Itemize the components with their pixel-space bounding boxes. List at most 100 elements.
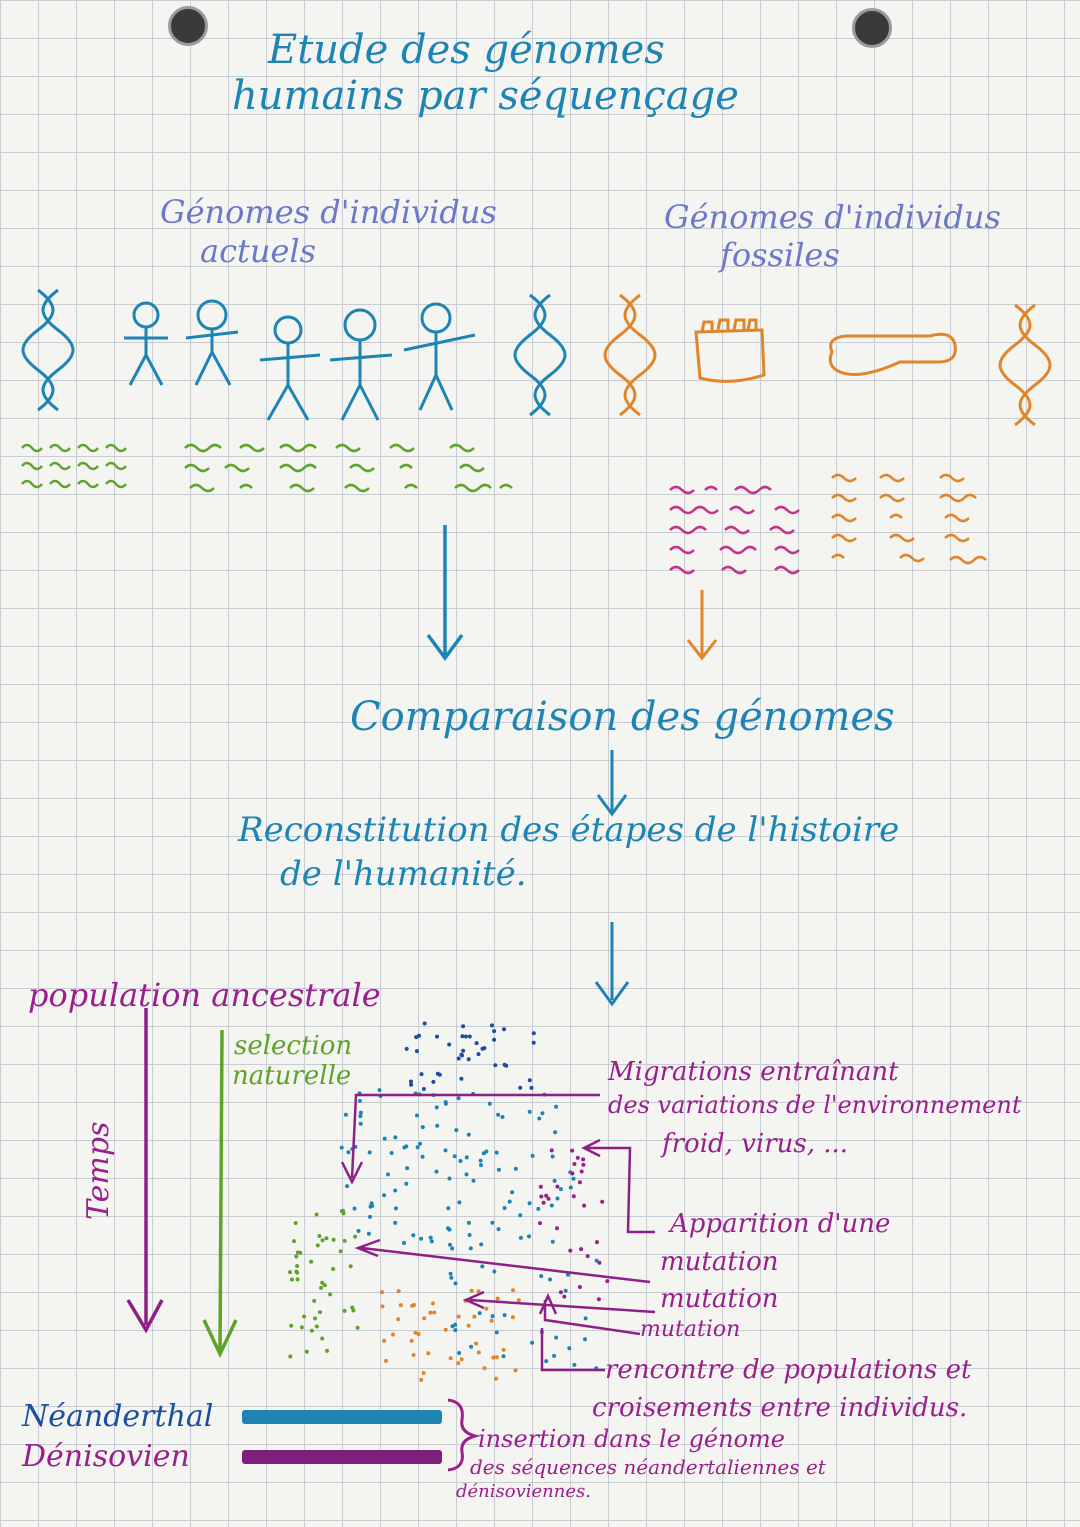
population-dot [449,1275,454,1280]
population-dot [384,1358,388,1363]
population-dot [469,1344,474,1349]
population-dot [466,1132,471,1137]
population-dot [352,1206,357,1211]
meeting-label-2: croisements entre individus. [592,1393,968,1423]
mutation-label-1: Apparition d'une [670,1209,891,1239]
population-dot [318,1310,322,1315]
ancestral-population-label: population ancestrale [28,976,381,1014]
population-dot [409,1082,414,1087]
population-dot [597,1260,602,1265]
population-dot [513,1368,518,1373]
population-dot [295,1277,300,1282]
population-dot [605,1279,610,1284]
denisovan-bar [242,1450,442,1464]
population-dot [348,1264,353,1269]
population-dot [398,1303,403,1308]
population-dot [288,1270,292,1275]
dna-helix-icon [513,293,567,417]
reconstitution-label-2: de l'humanité. [280,854,527,894]
population-dot [484,1149,489,1154]
population-dot [539,1274,544,1279]
population-dot [456,1056,461,1061]
neanderthal-bar [242,1410,442,1424]
reconstitution-label: Reconstitution des étapes de l'histoire [238,810,900,850]
population-dot [549,1203,554,1208]
population-dot [447,1042,452,1047]
mutation-label-3: mutation [640,1317,741,1342]
population-dot [596,1297,601,1302]
population-dot [416,1332,421,1336]
population-dot [467,1233,472,1237]
population-dot [414,1049,419,1054]
neanderthal-label: Néanderthal [22,1399,214,1434]
current-genomes-label-2: actuels [200,232,317,270]
population-dot [453,1281,458,1286]
population-dot [554,1335,559,1340]
population-dot [411,1233,416,1238]
population-dot [466,1057,471,1062]
annotation-pointers [340,1093,656,1372]
population-dot [419,1377,424,1382]
green-sequence-icon [21,443,513,493]
population-dot [572,1162,577,1166]
population-dot [366,1231,371,1236]
population-dot [554,1104,559,1109]
arrow-down-icon [426,525,464,661]
population-dot [346,1150,351,1155]
population-dot [382,1193,387,1198]
population-dot [540,1111,545,1116]
population-dot [461,1048,466,1053]
population-dot [448,1271,453,1276]
population-dot [428,1310,433,1315]
population-dot [380,1290,384,1295]
stick-figures-icon [124,299,476,421]
population-dot [419,1236,424,1241]
population-dot [538,1221,542,1226]
population-dot [471,1178,476,1183]
population-dot [432,1310,437,1315]
population-dot [501,1347,506,1352]
population-dot [457,1200,462,1205]
population-dot [339,1145,344,1150]
population-dot [577,1285,582,1289]
population-dot [314,1324,319,1329]
population-dot [568,1248,573,1253]
migration-label: Migrations entraînant [608,1057,899,1087]
population-dot [429,1239,434,1244]
population-dot [343,1112,348,1117]
population-dot [570,1148,575,1153]
population-dot [489,1318,494,1323]
population-dot [421,1087,426,1091]
population-dot [454,1128,459,1133]
fossil-bone-icon [828,332,957,376]
selection-label-2: naturelle [232,1061,352,1091]
magenta-sequence-icon [669,485,800,575]
population-dot [295,1250,300,1255]
population-dot [405,1166,410,1171]
population-dot [315,1243,320,1248]
population-dot [544,1193,549,1198]
population-dot [548,1277,552,1282]
migration-label-2: des variations de l'environnement [608,1091,1022,1119]
population-dot [446,1206,451,1211]
population-dot [492,1029,497,1034]
population-dot [450,1324,455,1329]
population-dot [570,1171,575,1176]
population-dot [562,1294,567,1299]
population-dot [355,1325,360,1330]
population-dot [322,1283,327,1288]
population-dot [419,1072,424,1077]
population-dot [537,1116,542,1121]
population-dot [396,1289,401,1294]
population-dot [325,1348,329,1353]
population-dot [490,1023,494,1028]
population-dot [409,1079,413,1084]
population-dot [600,1199,605,1204]
population-dot [464,1172,469,1177]
comparison-label: Comparaison des génomes [350,694,895,740]
population-dot [292,1239,296,1244]
population-dot [459,1357,464,1362]
population-dot [494,1150,499,1155]
population-dot [492,1269,497,1274]
population-dot [507,1199,512,1204]
